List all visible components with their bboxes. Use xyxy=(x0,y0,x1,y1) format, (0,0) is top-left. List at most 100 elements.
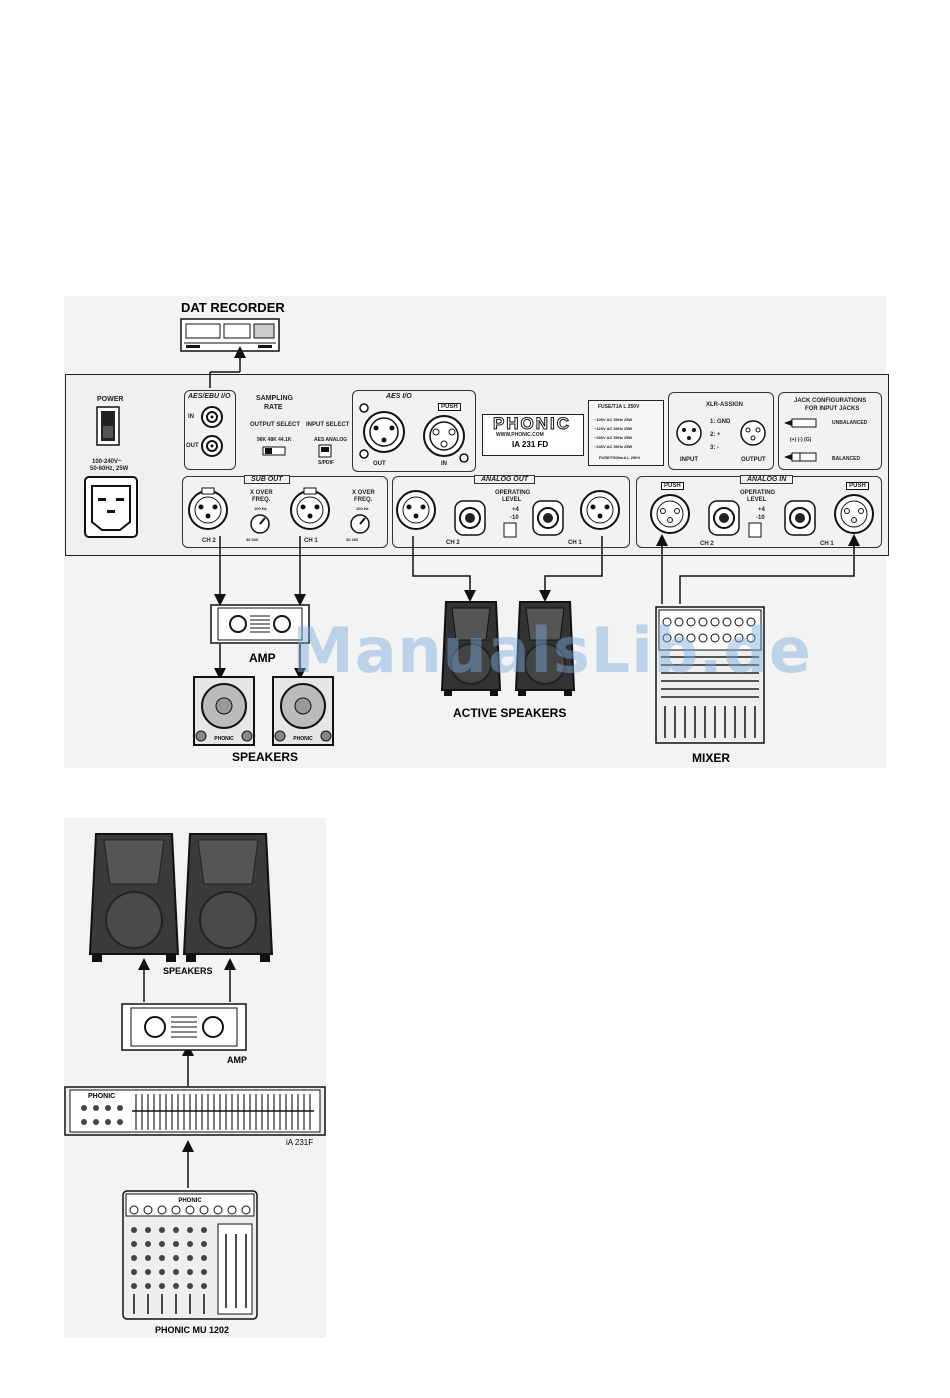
spdif-label: S/PDIF xyxy=(318,460,335,466)
fuse-line-4: ~240V AC 50Hz 25W xyxy=(594,444,633,449)
analog-in-minus10: -10 xyxy=(756,515,765,521)
eq-model-label: iA 231F xyxy=(286,1138,314,1147)
sub-out-ch2-xlr-icon[interactable] xyxy=(186,484,230,534)
active-speakers-label: ACTIVE SPEAKERS xyxy=(453,706,567,720)
ebu-io-title: AES/EBU I/O xyxy=(188,393,231,400)
power-spec-2: 50-60Hz, 25W xyxy=(90,466,129,472)
xover-b-knob-icon[interactable] xyxy=(348,512,372,536)
bottom-amp-device xyxy=(121,1003,247,1051)
analog-in-ch1-xlr-icon[interactable] xyxy=(832,492,876,536)
power-spec-1: 100-240V~ xyxy=(92,459,122,465)
ebu-out-label: OUT xyxy=(186,443,199,449)
aes-out-label: OUT xyxy=(373,461,386,467)
power-switch-icon[interactable] xyxy=(96,406,120,446)
svg-text:PHONIC: PHONIC xyxy=(88,1093,115,1100)
analog-out-ch2-label: CH 2 xyxy=(446,540,460,546)
sub-out-ch1-xlr-icon[interactable] xyxy=(288,484,332,534)
analog-out-ch2-xlr-icon[interactable] xyxy=(394,484,438,534)
xlr-input-label: INPUT xyxy=(680,457,698,463)
sub-out-ch2-label: CH 2 xyxy=(202,538,216,544)
xover-a-label-1: X OVER xyxy=(250,490,273,496)
output-select-switch-icon[interactable] xyxy=(262,446,286,456)
analog-in-ch1-jack-icon[interactable] xyxy=(784,500,816,536)
dat-recorder-label: DAT RECORDER xyxy=(181,300,285,315)
xover-a-label-2: FREQ. xyxy=(252,497,271,503)
amp-label: AMP xyxy=(249,651,276,665)
input-select-label: INPUT SELECT xyxy=(306,422,350,428)
brand-website: WWW.PHONIC.COM xyxy=(496,432,544,438)
eq-device: PHONIC xyxy=(64,1086,326,1136)
analog-out-level-switch-icon[interactable] xyxy=(503,522,517,538)
xover-a-scale: 30 300 xyxy=(246,537,259,542)
xlr-2: 2: + xyxy=(710,432,721,438)
mixer-label: MIXER xyxy=(692,751,731,765)
svg-text:PHONIC: PHONIC xyxy=(178,1198,202,1204)
analog-out-ch1-xlr-icon[interactable] xyxy=(578,484,622,534)
fuse-line-1: ~100V AC 50Hz 25W xyxy=(594,417,633,422)
speaker-right-device: PHONIC xyxy=(272,676,334,746)
ebu-io-box xyxy=(184,390,236,470)
ebu-in-label: IN xyxy=(188,414,194,420)
jack-config-title-2: FOR INPUT JACKS xyxy=(805,406,860,412)
aes-out-xlr-icon[interactable] xyxy=(356,398,408,462)
ebu-out-jack-icon[interactable] xyxy=(200,434,224,458)
analog-in-ch2-xlr-icon[interactable] xyxy=(648,492,692,536)
xover-b-scale: 30 300 xyxy=(346,537,359,542)
speaker-left-device: PHONIC xyxy=(193,676,255,746)
analog-in-push-b: PUSH xyxy=(846,482,869,490)
top-connection-lines xyxy=(209,346,860,680)
bottom-mixer-label: PHONIC MU 1202 xyxy=(155,1325,230,1335)
analog-out-ch1-jack-icon[interactable] xyxy=(532,500,564,536)
input-select-switch-icon[interactable] xyxy=(318,444,332,458)
aes-in-xlr-icon[interactable] xyxy=(418,410,470,464)
analog-in-operating-1: OPERATING xyxy=(740,490,776,496)
analog-in-plus4: +4 xyxy=(758,507,765,513)
analog-in-ch2-jack-icon[interactable] xyxy=(708,500,740,536)
bottom-amp-label: AMP xyxy=(227,1055,247,1065)
aes-push-label: PUSH xyxy=(438,403,461,411)
sampling-rate-label-1: SAMPLING xyxy=(256,395,293,402)
analog-in-ch2-label: CH 2 xyxy=(700,541,714,547)
fuse-title: FUSE/T1A L 250V xyxy=(598,404,640,410)
bottom-speakers-label: SPEAKERS xyxy=(163,966,213,976)
aes-io-title: AES I/O xyxy=(386,393,412,400)
xover-a-knob-icon[interactable] xyxy=(248,512,272,536)
aes-in-label: IN xyxy=(441,461,447,467)
jack-plug-balanced-icon xyxy=(784,452,817,462)
analog-out-plus4: +4 xyxy=(512,507,519,513)
xlr-gnd: 1: GND xyxy=(710,419,731,425)
analog-out-title: ANALOG OUT xyxy=(474,475,536,484)
analog-in-level-switch-icon[interactable] xyxy=(748,522,762,538)
analog-out-ch1-label: CH 1 xyxy=(568,540,582,546)
output-select-options: 96K 48K 44.1K xyxy=(257,437,292,443)
sub-out-ch1-label: CH 1 xyxy=(304,538,318,544)
analog-out-operating-2: LEVEL xyxy=(502,497,522,503)
sub-out-title: SUB OUT xyxy=(244,475,290,484)
jack-signs: (+) (-) (G) xyxy=(790,437,812,443)
bottom-connection-lines xyxy=(138,958,236,1188)
fuse-bottom: FUSE/T500mA L 250V xyxy=(599,455,641,460)
watermark: ManualsLib.de xyxy=(292,614,812,687)
analog-in-push-a: PUSH xyxy=(661,482,684,490)
jack-unbalanced-label: UNBALANCED xyxy=(832,420,868,426)
active-speaker-right-device xyxy=(514,601,576,696)
fuse-line-2: ~120V AC 60Hz 25W xyxy=(594,426,633,431)
brand-plate xyxy=(482,414,584,456)
fuse-box xyxy=(588,400,664,466)
power-inlet-icon xyxy=(84,476,138,538)
jack-config-title-1: JACK CONFIGURATIONS xyxy=(794,398,867,404)
xlr-output-diagram-icon xyxy=(740,420,766,446)
xover-a-mid: 100 Hz xyxy=(254,506,267,511)
xlr-input-diagram-icon xyxy=(676,420,702,446)
xover-b-mid: 100 Hz xyxy=(356,506,369,511)
bottom-speaker-right-device xyxy=(182,833,274,962)
xlr-3: 3: - xyxy=(710,445,719,451)
brand-logo: PHONIC xyxy=(492,414,572,434)
analog-in-ch1-label: CH 1 xyxy=(820,541,834,547)
xlr-output-label: OUTPUT xyxy=(741,457,766,463)
analog-in-operating-2: LEVEL xyxy=(747,497,767,503)
analog-out-ch2-jack-icon[interactable] xyxy=(454,500,486,536)
sampling-rate-label-2: RATE xyxy=(264,404,283,411)
ebu-in-jack-icon[interactable] xyxy=(200,405,224,429)
analog-out-minus10: -10 xyxy=(510,515,519,521)
